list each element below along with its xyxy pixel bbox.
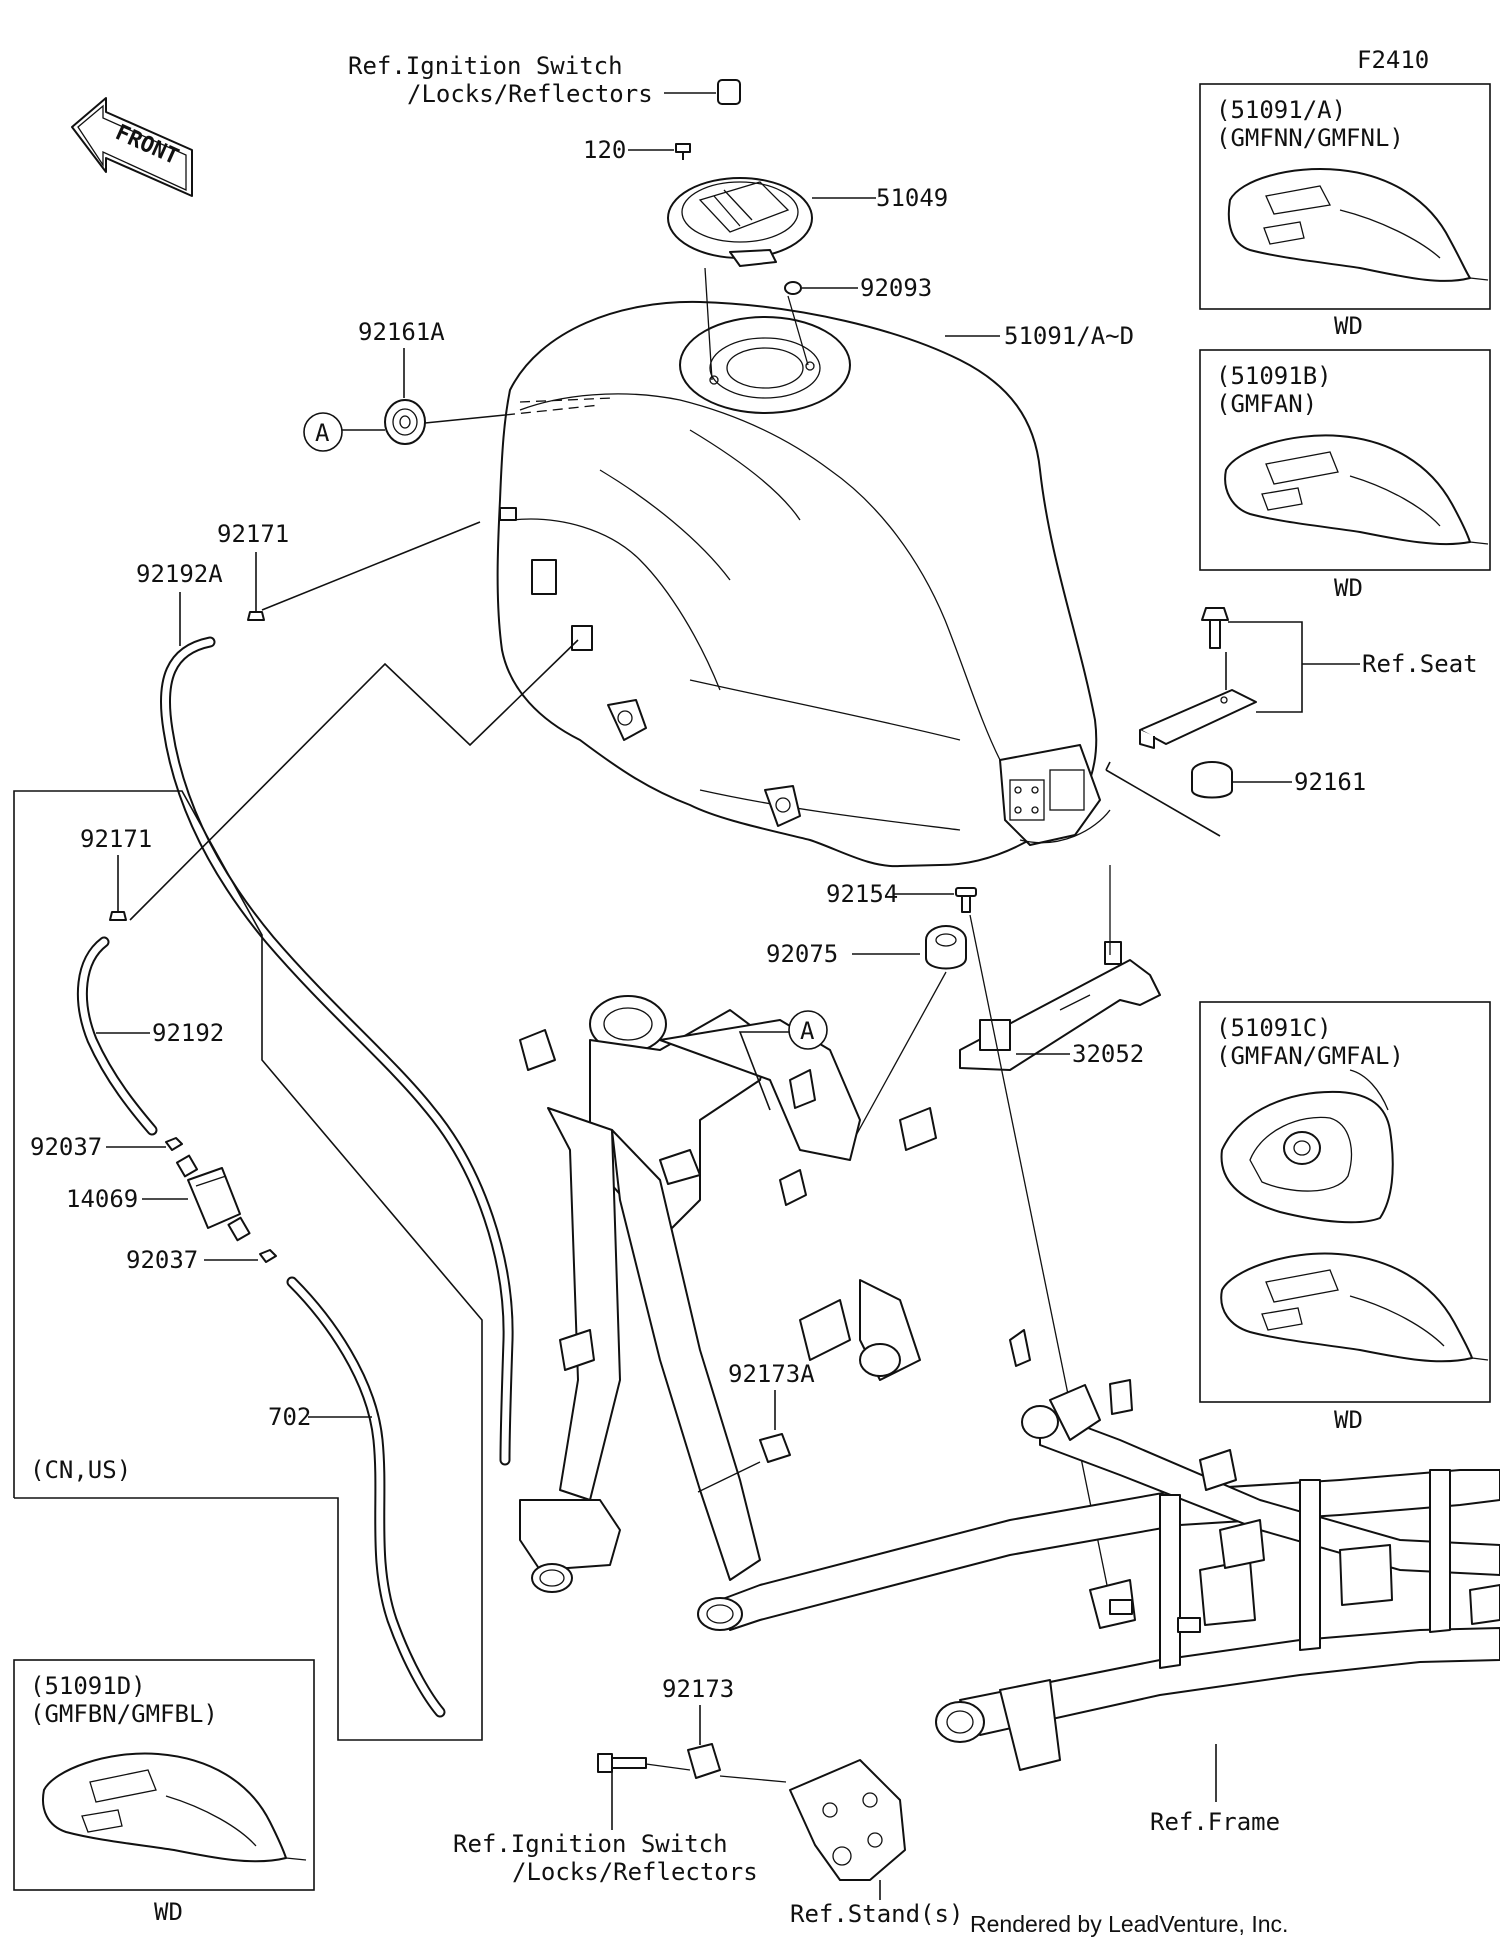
clip-92173-icon [687,1743,721,1779]
render-credit: Rendered by LeadVenture, Inc. [970,1911,1288,1937]
tank-variant-d-icon [42,1752,307,1863]
svg-text:WD: WD [1334,312,1363,340]
cap-nut-icon [717,79,741,105]
label-92154: 92154 [826,880,898,908]
reference-circle-a-frame [788,1010,828,1050]
svg-text:(51091C): (51091C) [1216,1014,1332,1042]
label-92037-bottom: 92037 [126,1246,198,1274]
grommet-icon [384,399,426,445]
svg-text:(GMFAN): (GMFAN) [1216,390,1317,418]
stand-bracket-icon [789,1759,906,1881]
fuel-cap-icon [667,177,813,267]
damper-92161-icon [1191,761,1233,799]
ref-ignition-top-line2: /Locks/Reflectors [407,80,653,108]
svg-text:(51091/A): (51091/A) [1216,96,1346,124]
svg-text:(GMFNN/GMFNL): (GMFNN/GMFNL) [1216,124,1404,152]
svg-text:WD: WD [154,1898,183,1926]
label-92037-top: 92037 [30,1133,102,1161]
label-120: 120 [583,136,626,164]
ref-ignition-bottom-line2: /Locks/Reflectors [512,1858,758,1886]
seat-bracket-icon [1139,689,1257,749]
variant-box-51091-b: (51091B) (GMFAN) WD [1199,349,1491,602]
svg-text:(51091B): (51091B) [1216,362,1332,390]
label-92093: 92093 [860,274,932,302]
screw-icon [675,143,691,160]
bolt-bottom-icon [597,1753,647,1773]
label-92171-left: 92171 [80,825,152,853]
label-92161a: 92161A [358,318,445,346]
tank-variant-a-icon [1227,168,1489,282]
label-92171-top: 92171 [217,520,289,548]
svg-text:A: A [800,1017,815,1045]
label-51091: 51091/A~D [1004,322,1134,350]
region-cn-us-outline [13,790,483,1741]
tank-variant-b-icon [1224,434,1489,546]
reference-circle-a-top [303,412,343,452]
variant-box-51091-c: (51091C) (GMFAN/GMFAL) WD [1199,1001,1491,1434]
hose-702-icon [286,1276,446,1718]
variant-box-51091-d: (51091D) (GMFBN/GMFBL) WD [13,1659,315,1926]
hose-clamp-bottom-icon [259,1249,277,1263]
label-702: 702 [268,1403,311,1431]
bolt-92154-icon [955,887,977,913]
label-92192: 92192 [152,1019,224,1047]
tank-variant-c-top-icon [1220,1069,1394,1224]
label-92173a: 92173A [728,1360,815,1388]
label-ref-stand: Ref.Stand(s) [790,1900,963,1928]
frame-icon [519,995,1500,1771]
clip-icon [247,611,265,621]
clip-left-icon [109,911,127,921]
label-ref-frame: Ref.Frame [1150,1808,1280,1836]
fuel-filter-icon [175,1154,251,1242]
label-ref-seat: Ref.Seat [1362,650,1478,678]
label-14069: 14069 [66,1185,138,1213]
ref-ignition-bottom-line1: Ref.Ignition Switch [453,1830,728,1858]
tank-variant-c-side-icon [1220,1252,1489,1363]
svg-text:(GMFBN/GMFBL): (GMFBN/GMFBL) [30,1700,218,1728]
label-region-cn-us: (CN,US) [30,1456,131,1484]
svg-text:WD: WD [1334,574,1363,602]
ref-ignition-top-line1: Ref.Ignition Switch [348,52,623,80]
svg-text:A: A [315,419,330,447]
label-92161: 92161 [1294,768,1366,796]
clip-92173a-icon [759,1433,791,1463]
fuel-tank-icon [496,300,1111,868]
bolt-icon [1201,607,1229,649]
grommet-small-icon [784,281,802,295]
front-arrow-icon: FRONT [71,97,193,197]
label-51049: 51049 [876,184,948,212]
label-32052: 32052 [1072,1040,1144,1068]
svg-text:WD: WD [1334,1406,1363,1434]
label-92173: 92173 [662,1675,734,1703]
svg-text:(GMFAN/GMFAL): (GMFAN/GMFAL) [1216,1042,1404,1070]
hose-clamp-top-icon [165,1137,183,1151]
hose-92192-icon [76,936,158,1136]
label-92075: 92075 [766,940,838,968]
figure-code: F2410 [1357,46,1429,74]
variant-box-51091-a: (51091/A) (GMFNN/GMFNL) WD [1199,83,1491,340]
svg-text:(51091D): (51091D) [30,1672,146,1700]
hose-92192a-icon [160,636,514,1466]
damper-92075-icon [925,925,967,970]
label-92192a: 92192A [136,560,223,588]
